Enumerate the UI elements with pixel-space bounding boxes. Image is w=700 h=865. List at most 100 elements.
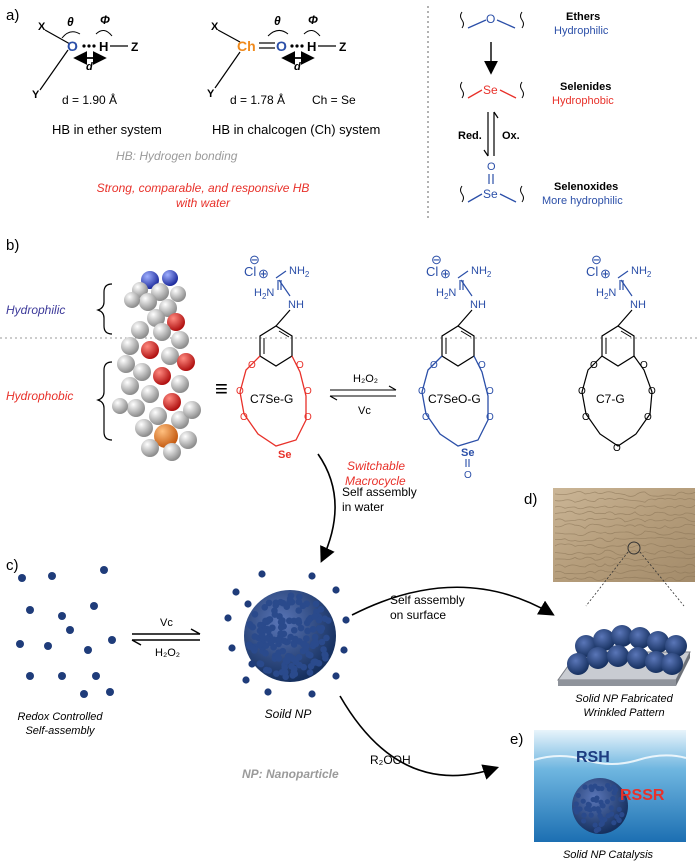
- wrinkle-line: [554, 569, 696, 575]
- surface-nanoparticle: [647, 631, 669, 653]
- mol2-minus: ⊖: [431, 252, 442, 267]
- nanoparticle-subunit: [277, 624, 285, 631]
- catalyst-subunit: [582, 784, 588, 790]
- atom-sphere: [127, 399, 145, 417]
- nanoparticle-subunit: [288, 663, 295, 670]
- ether-o-atom: O: [67, 38, 78, 54]
- substrate-edge: [676, 652, 690, 686]
- mol3-ring-o4: O: [613, 443, 621, 454]
- catalyst-subunit: [600, 803, 606, 809]
- halo-molecule-dot: [342, 616, 350, 624]
- mol1-ring-o2: O: [236, 386, 244, 397]
- atom-sphere: [154, 424, 178, 448]
- nanoparticle-subunit: [266, 616, 274, 623]
- switchable-label-1: Switchable: [347, 459, 405, 473]
- surface-nanoparticle: [607, 645, 629, 667]
- wrinkle-line: [554, 537, 696, 542]
- mol2-ring-o6: O: [486, 412, 494, 423]
- nanoparticle-subunit: [277, 630, 284, 637]
- red-label: Red.: [458, 130, 482, 142]
- catalyst-subunit: [591, 806, 597, 812]
- zoom-line-left: [585, 551, 629, 607]
- nanoparticle-subunit: [323, 634, 330, 642]
- redox-equilibrium-b: H₂O₂ Vc: [329, 373, 397, 417]
- mol2-name: C7SeO-G: [428, 392, 481, 406]
- mol2-h2n: H2N: [436, 287, 456, 301]
- nanoparticle-subunit: [296, 593, 303, 601]
- reductant-label: Vc: [358, 405, 371, 417]
- chalcogen-distance: d = 1.78 Å: [230, 92, 285, 107]
- nanoparticle-subunit: [279, 647, 287, 655]
- molecule-c7-g: Cl ⊖ ⊕ NH2 H2N NH O O O O O O O C7-G: [578, 252, 656, 454]
- wrinkle-line: [554, 575, 696, 582]
- mol3-nh: NH: [630, 299, 646, 311]
- mol3-ring-o1: O: [590, 360, 598, 371]
- self-assembly-arrow: [317, 453, 336, 563]
- nanoparticle-subunit: [305, 651, 312, 658]
- selenoxide-se-symbol: Se: [483, 187, 498, 201]
- wrinkle-line: [554, 504, 696, 510]
- np-definition: NP: Nanoparticle: [242, 767, 339, 781]
- mol1-nh2-top: NH2: [289, 265, 310, 279]
- chalcogen-z-atom: Z: [339, 40, 346, 54]
- atom-sphere: [163, 443, 181, 461]
- nanoparticle-subunit: [304, 627, 311, 635]
- nanoparticle-subunit: [303, 635, 310, 642]
- nanoparticle-subunit: [286, 653, 294, 661]
- catalyst-subunit: [592, 822, 598, 828]
- ether-o-symbol: O: [486, 12, 495, 26]
- halo-molecule-dot: [308, 572, 316, 580]
- atom-sphere: [149, 407, 167, 425]
- catalyst-subunit: [586, 802, 592, 808]
- atom-sphere: [131, 321, 149, 339]
- hydrophilic-label: Hydrophilic: [6, 303, 65, 317]
- mol1-cl: Cl: [244, 264, 256, 279]
- atom-sphere: [171, 331, 189, 349]
- mol2-nh: NH: [470, 299, 486, 311]
- chalcogen-y-label: Y: [207, 88, 215, 100]
- hb-definition: HB: Hydrogen bonding: [116, 149, 238, 163]
- halo-molecule-dot: [340, 646, 348, 654]
- nanoparticle-subunit: [282, 657, 290, 664]
- mol1-nh: NH: [288, 299, 304, 311]
- nanoparticle-subunit: [257, 621, 264, 629]
- nanoparticle-subunit: [249, 644, 257, 652]
- ether-x-label: X: [38, 21, 46, 33]
- mol1-ring-o6: O: [304, 412, 312, 423]
- mol1-se: Se: [278, 449, 291, 461]
- nanoparticle-subunit: [295, 607, 303, 614]
- mol2-ring-o4: O: [478, 360, 486, 371]
- nanoparticle-subunit: [300, 640, 307, 648]
- catalyst-subunit: [593, 797, 599, 803]
- headline-line-2: with water: [176, 196, 231, 210]
- ether-z-atom: Z: [131, 40, 138, 54]
- nanoparticle-subunit: [262, 666, 270, 674]
- selenoxide-o-symbol: O: [487, 161, 496, 173]
- mol3-ring-o3: O: [582, 412, 590, 423]
- halo-molecule-dot: [308, 690, 316, 698]
- surface-label-1: Self assembly: [390, 593, 465, 607]
- mol3-ring-o2: O: [578, 386, 586, 397]
- mol3-minus: ⊖: [591, 252, 602, 267]
- mol1-ring-o3: O: [240, 412, 248, 423]
- nanoparticle-subunit: [269, 624, 276, 632]
- catalyst-subunit: [597, 813, 603, 819]
- surface-nanoparticle: [611, 625, 633, 647]
- redox-caption-2: Self-assembly: [25, 725, 96, 737]
- nanoparticle-subunit: [251, 633, 259, 640]
- nanoparticle-subunit: [309, 626, 317, 633]
- catalyst-subunit: [611, 820, 617, 826]
- chalcogen-d: d: [294, 61, 301, 73]
- surface-nanoparticle: [665, 635, 687, 657]
- wrinkle-line: [554, 530, 696, 536]
- free-molecule-dot: [90, 602, 98, 610]
- nanoparticle-subunit: [279, 617, 286, 624]
- halo-molecule-dot: [264, 688, 272, 696]
- nanoparticle-subunit: [299, 602, 307, 610]
- nanoparticle-subunit: [262, 650, 269, 657]
- mol3-ring-o6: O: [648, 386, 656, 397]
- mol1-minus: ⊖: [249, 252, 260, 267]
- mol3-ring-o7: O: [644, 412, 652, 423]
- surface-nanoparticle: [567, 653, 589, 675]
- solid-nanoparticle: [224, 570, 350, 698]
